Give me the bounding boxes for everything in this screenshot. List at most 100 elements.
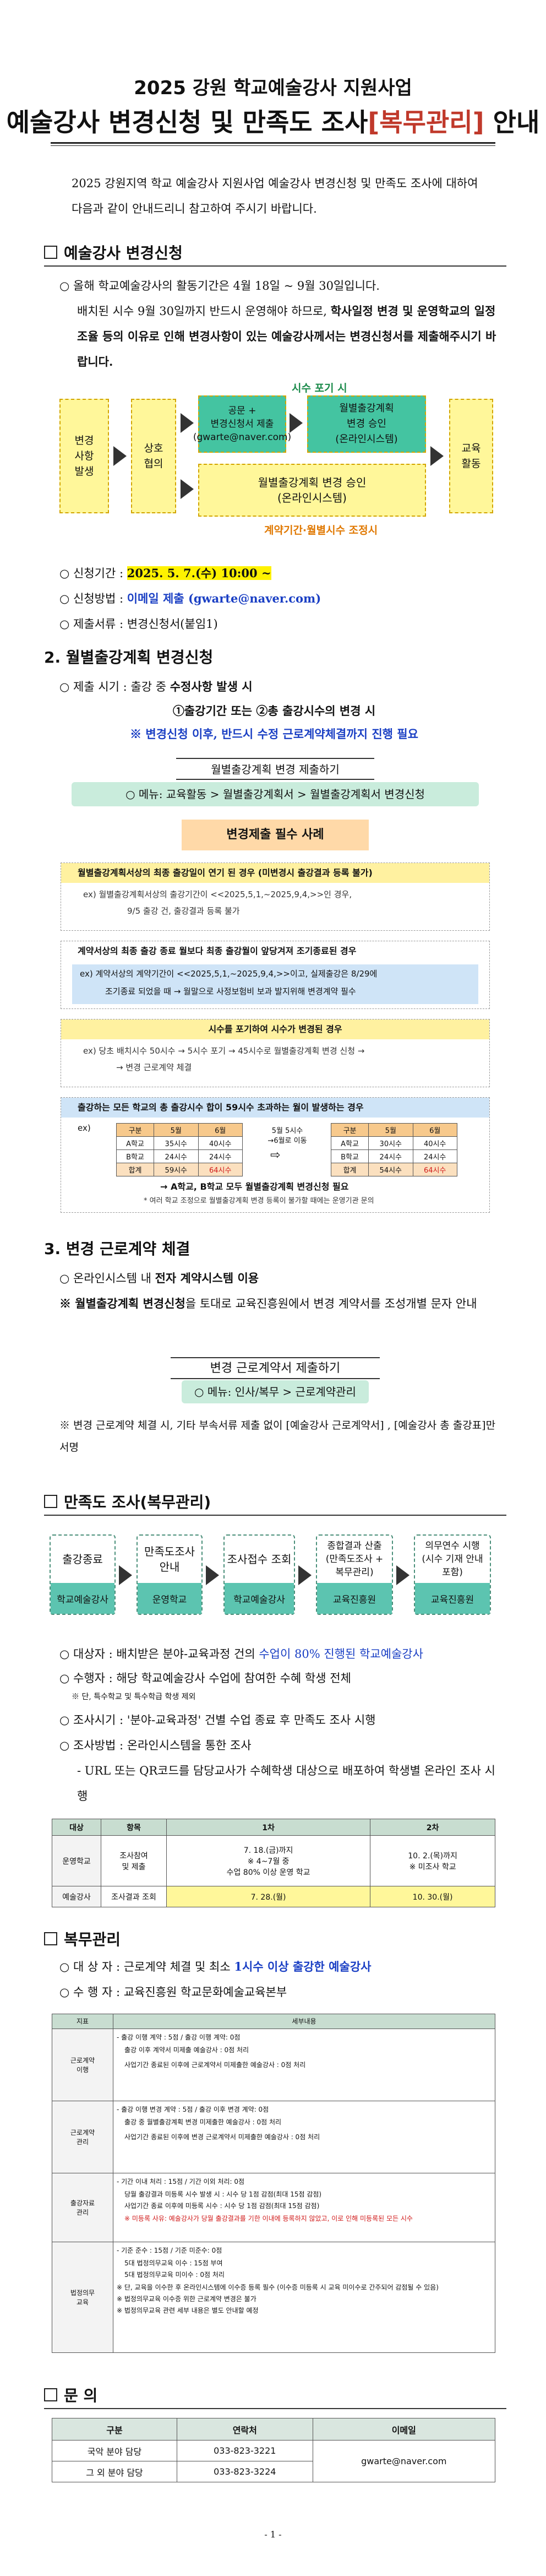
flow-monthly-approve-1: 월별출강계획 변경 승인 (온라인시스템)	[307, 395, 426, 453]
checkbox-square-icon	[44, 246, 57, 259]
flow-mutual-consult: 상호 협의	[131, 399, 176, 513]
duty-table: 지표 세부내용 근로계약 이행 - 출강 이행 계약 : 5점 / 출강 이행 …	[52, 2014, 495, 2353]
duty-table-head: 지표 세부내용	[52, 2014, 495, 2029]
title-rule-thin	[51, 145, 495, 146]
case-4-result1: → A학교, B학교 모두 월별출강계획 변경신청 필요	[160, 1181, 349, 1192]
case-2-head: 계약서상의 최종 출강 종료 월보다 최종 출강월이 앞당겨져 조기종료된 경우	[61, 941, 489, 961]
section-3-title: 3. 변경 근로계약 체결	[44, 1240, 190, 1258]
case-2-box: 계약서상의 최종 출강 종료 월보다 최종 출강월이 앞당겨져 조기종료된 경우…	[61, 941, 490, 1009]
sec4-p1: ○ 대상자 : 배치받은 분야-교육과정 건의 수업이 80% 진행된 학교예술…	[59, 1647, 423, 1661]
arrow-right-icon	[298, 1565, 312, 1585]
sec1-period: ○ 신청기간 : 2025. 5. 7.(수) 10:00 ~	[59, 566, 271, 580]
section-6-title: 문 의	[44, 2384, 97, 2406]
arrow-right-icon	[119, 1565, 132, 1585]
flow-monthly-approve-2: 월별출강계획 변경 승인 (온라인시스템)	[198, 464, 426, 517]
case-4-box: 출강하는 모든 학교의 총 출강시수 합이 59시수 초과하는 월이 발생하는 …	[61, 1097, 490, 1213]
section-4-title: 만족도 조사(복무관리)	[44, 1490, 211, 1512]
case-1-body2: 9/5 출강 건, 출강결과 등록 불가	[127, 906, 240, 916]
page-number: - 1 -	[264, 2529, 282, 2540]
title-part-c: 안내	[484, 107, 540, 137]
title-part-b: [복무관리]	[368, 107, 484, 137]
flow-edu-activity: 교육 활동	[449, 399, 493, 513]
flow-submit-form: 공문 + 변경신청서 제출 (gwarte@naver.com)	[193, 395, 291, 453]
case-3-body2: → 변경 근로계약 체결	[116, 1062, 192, 1072]
sec2-p1: ○ 제출 시기 : 출강 중 수정사항 발생 시	[59, 680, 253, 693]
case-3-body1: ex) 당초 배치시수 50시수 → 5시수 포기 → 45시수로 월별출강계획…	[83, 1046, 365, 1056]
contact-row-2-phone: 033-823-3224	[176, 2461, 313, 2482]
arrow-right-icon	[430, 446, 444, 466]
section-4-underline	[44, 1515, 506, 1516]
case-2-body2: 조기종료 되었을 때 → 월말으로 사정보험비 보과 발지위해 변경계약 필수	[105, 986, 356, 996]
case-1-body1: ex) 월별출강계획서상의 출강기간이 <<2025,5,1,~2025,9,4…	[83, 890, 352, 899]
case-1-head: 월별출강계획서상의 최종 출강일이 연기 된 경우 (미변경시 출강결과 등록 …	[61, 863, 489, 883]
case-3-box: 시수를 포기하여 시수가 변경된 경우 ex) 당초 배치시수 50시수 → 5…	[61, 1019, 490, 1087]
title-rule-thick	[51, 142, 495, 144]
case-1-box: 월별출강계획서상의 최종 출강일이 연기 된 경우 (미변경시 출강결과 등록 …	[61, 863, 490, 931]
sec5-p1: ○ 대 상 자 : 근로계약 체결 및 최소 1시수 이상 출강한 예술강사	[59, 1960, 372, 1973]
sec1-p2: 배치된 시수 9월 30일까지 반드시 운영해야 하므로, 학사일정 변경 및 …	[77, 304, 496, 368]
sec1-p1: ○ 올해 학교예술강사의 활동기간은 4월 18일 ~ 9월 30일입니다.	[59, 279, 380, 292]
sec2-p3: ※ 변경신청 이후, 반드시 수정 근로계약체결까지 진행 필요	[130, 727, 418, 741]
contact-row-1-dept: 국악 분야 담당	[52, 2440, 177, 2461]
intro-text: 2025 강원지역 학교 예술강사 지원사업 예술강사 변경신청 및 만족도 조…	[72, 177, 478, 215]
case-4-note: 5월 5시수 →6월로 이동	[267, 1127, 307, 1145]
contact-row-1-phone: 033-823-3221	[176, 2440, 313, 2461]
sec4-p2: ○ 수행자 : 해당 학교예술강사 수업에 참여한 수혜 학생 전체	[59, 1672, 351, 1685]
contract-submit-path: ○ 메뉴: 인사/복무 > 근로계약관리	[182, 1380, 369, 1403]
arrow-right-icon	[181, 413, 194, 433]
contract-submit-title: 변경 근로계약서 제출하기	[171, 1357, 380, 1379]
change-flow-diagram: 변경 사항 발생 상호 협의 시수 포기 시 공문 + 변경신청서 제출 (gw…	[33, 380, 517, 551]
case-4-head: 출강하는 모든 학교의 총 출강시수 합이 59시수 초과하는 월이 발생하는 …	[61, 1098, 489, 1118]
title-part-a: 예술강사 변경신청 및 만족도 조사	[6, 107, 368, 137]
sec4-p4: ○ 조사방법 : 온라인시스템을 통한 조사	[59, 1739, 252, 1752]
survey-step-4: 종합결과 산출 (만족도조사 + 복무관리)교육진흥원	[316, 1534, 393, 1615]
contact-row-2-dept: 그 외 분야 담당	[52, 2461, 177, 2482]
case-2-body-bg	[72, 964, 478, 1004]
case-4-result2: * 여러 학교 조정으로 월별출강계획 변경 등록이 불가할 때에는 운영기관 …	[144, 1197, 374, 1205]
sec3-p1: ○ 온라인시스템 내 전자 계약시스템 이용	[59, 1271, 259, 1285]
flow-label-adjust: 계약기간·월별시수 조정시	[264, 524, 378, 536]
survey-step-5: 의무연수 시행 (시수 기재 안내 포함)교육진흥원	[414, 1534, 491, 1615]
monthly-submit-title: 월별출강계획 변경 제출하기	[176, 758, 374, 780]
section-6-underline	[44, 2408, 506, 2409]
sec1-docs: ○ 제출서류 : 변경신청서(붙임1)	[59, 617, 218, 631]
arrow-right-icon	[396, 1565, 410, 1585]
case-2-body1: ex) 계약서상의 계약기간이 <<2025,5,1,~2025,9,4,>>이…	[80, 969, 378, 979]
case-4-ex: ex)	[78, 1123, 91, 1133]
section-1-title: 예술강사 변경신청	[44, 241, 183, 263]
flow-change-occur: 변경 사항 발생	[59, 399, 109, 513]
sec5-p2: ○ 수 행 자 : 교육진흥원 학교문화예술교육본부	[59, 1986, 287, 1999]
sec1-method: ○ 신청방법 : 이메일 제출 (gwarte@naver.com)	[59, 592, 321, 605]
sec3-p2: ※ 월별출강계획 변경신청을 토대로 교육진흥원에서 변경 계약서를 조성개별 …	[59, 1297, 477, 1310]
arrow-right-icon	[290, 413, 303, 433]
sec4-p5: - URL 또는 QR코드를 담당교사가 수혜학생 대상으로 배포하여 학생별 …	[77, 1764, 495, 1803]
duty-row-2: 근로계약 관리 - 출강 이행 변경 계약 : 5점 / 출강 이후 변경 계약…	[52, 2101, 495, 2173]
arrow-right-icon	[181, 479, 194, 499]
arrow-right-icon: ⇨	[270, 1148, 281, 1162]
monthly-submit-path: ○ 메뉴: 교육활동 > 월별출강계획서 > 월별출강계획서 변경신청	[72, 782, 479, 806]
doc-title-line1: 2025 강원 학교예술강사 지원사업	[134, 77, 412, 99]
arrow-right-icon	[113, 446, 127, 466]
sec4-p3: ○ 조사시기 : '분야-교육과정' 건별 수업 종료 후 만족도 조사 시행	[59, 1713, 376, 1727]
checkbox-square-icon	[44, 1495, 57, 1508]
example-title: 변경제출 필수 사례	[182, 820, 369, 850]
sec4-p2-note: ※ 단, 특수학교 및 특수학급 학생 제외	[72, 1693, 196, 1701]
section-1-underline	[44, 265, 506, 267]
doc-title-line2: 예술강사 변경신청 및 만족도 조사[복무관리] 안내	[0, 102, 546, 139]
arrow-right-icon	[206, 1565, 219, 1585]
section-2-title: 2. 월별출강계획 변경신청	[44, 648, 214, 666]
contact-email: gwarte@naver.com	[312, 2440, 496, 2482]
section-5-title: 복무관리	[44, 1928, 121, 1950]
checkbox-square-icon	[44, 1932, 57, 1945]
sec3-p3: ※ 변경 근로계약 체결 시, 기타 부속서류 제출 없이 [예술강사 근로계약…	[59, 1419, 496, 1454]
